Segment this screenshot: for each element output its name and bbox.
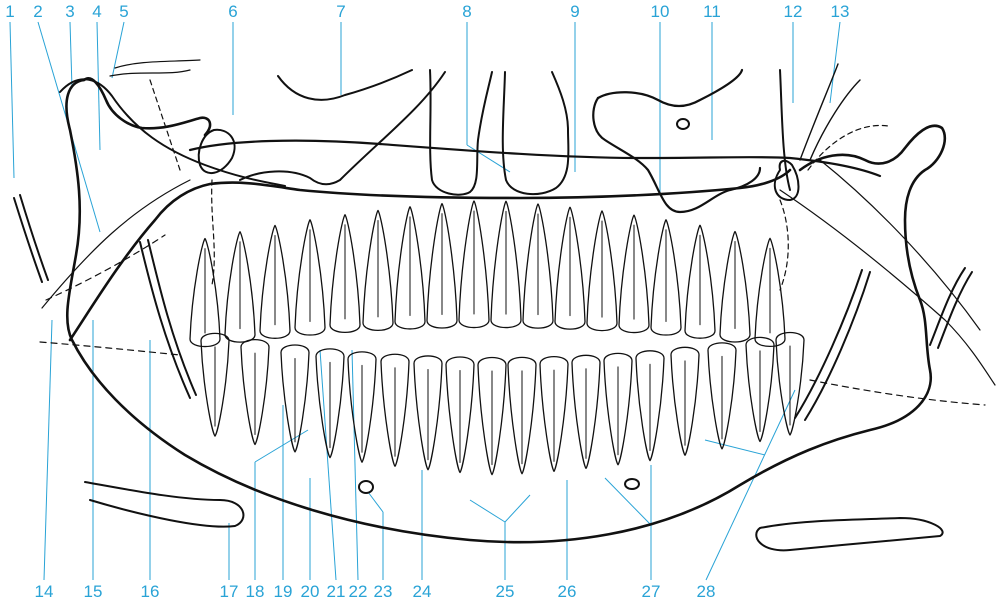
label-20: 20	[301, 583, 320, 600]
label-24: 24	[413, 583, 432, 600]
label-28: 28	[697, 583, 716, 600]
label-15: 15	[84, 583, 103, 600]
label-1: 1	[5, 3, 14, 20]
label-8: 8	[462, 3, 471, 20]
label-3: 3	[65, 3, 74, 20]
soft-tissue-lines	[14, 160, 995, 550]
label-17: 17	[220, 583, 239, 600]
label-10: 10	[651, 3, 670, 20]
label-6: 6	[228, 3, 237, 20]
label-19: 19	[274, 583, 293, 600]
label-11: 11	[703, 3, 721, 20]
label-22: 22	[349, 583, 368, 600]
label-21: 21	[327, 583, 346, 600]
label-4: 4	[92, 3, 101, 20]
label-5: 5	[119, 3, 128, 20]
label-9: 9	[570, 3, 579, 20]
label-2: 2	[33, 3, 42, 20]
label-13: 13	[831, 3, 850, 20]
label-16: 16	[141, 583, 160, 600]
label-18: 18	[246, 583, 265, 600]
teeth-group	[190, 201, 804, 475]
label-27: 27	[642, 583, 661, 600]
label-7: 7	[336, 3, 345, 20]
leader-lines	[10, 22, 840, 580]
label-12: 12	[784, 3, 803, 20]
label-26: 26	[558, 583, 577, 600]
label-23: 23	[374, 583, 393, 600]
label-25: 25	[496, 583, 515, 600]
label-14: 14	[35, 583, 54, 600]
